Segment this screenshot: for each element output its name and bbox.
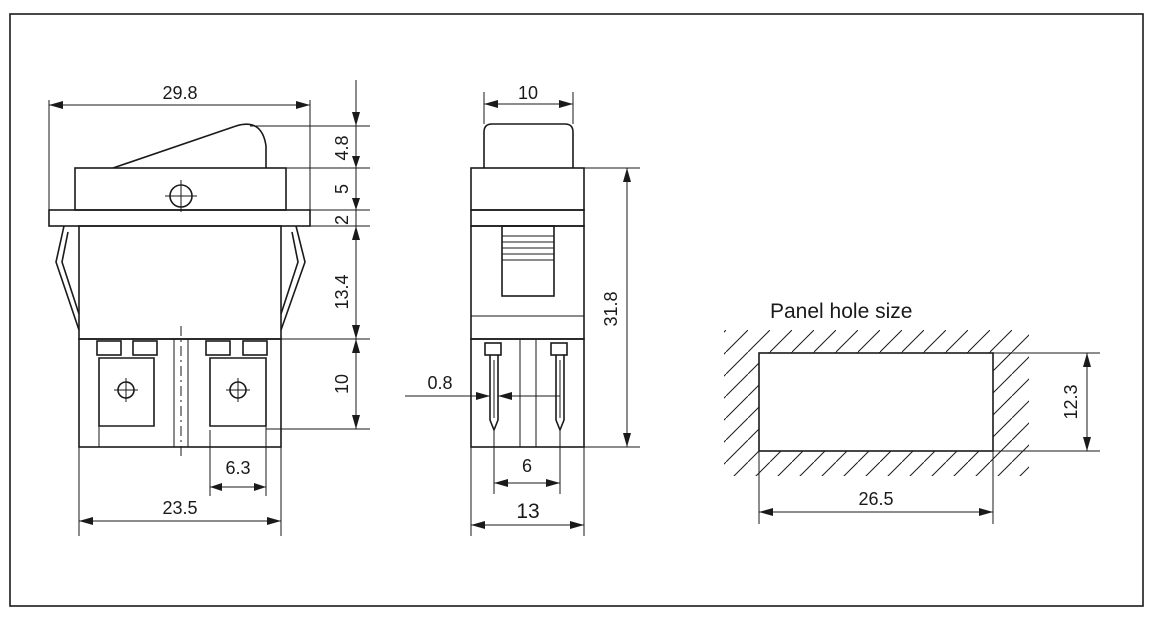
dim-housing-height: 5 <box>332 184 352 194</box>
side-view <box>470 123 585 448</box>
dim-rocker-width: 10 <box>518 83 538 103</box>
dim-terminal-pitch: 6.3 <box>225 458 250 478</box>
dim-body-depth: 13 <box>516 500 539 523</box>
flange <box>48 209 311 227</box>
dim-terminal-spacing: 6 <box>522 456 532 476</box>
front-view <box>48 123 311 460</box>
dim-flange-height: 2 <box>332 215 352 225</box>
dim-overall-height: 31.8 <box>601 291 621 326</box>
side-body <box>470 225 585 340</box>
dim-terminal-thickness: 0.8 <box>427 373 452 393</box>
dim-body-height: 13.4 <box>332 274 352 309</box>
side-rocker <box>483 123 574 168</box>
dim-rocker-height: 4.8 <box>332 135 352 160</box>
side-dimensions: 10 31.8 0.8 6 13 <box>405 83 640 536</box>
panel-title: Panel hole size <box>770 300 912 323</box>
dim-terminal-length: 10 <box>332 374 352 394</box>
rocker-cap <box>112 123 267 169</box>
switch-body <box>78 225 282 340</box>
terminal-left <box>98 357 155 427</box>
dim-overall-width: 29.8 <box>162 83 197 103</box>
switch-base <box>78 338 282 448</box>
cutout-rectangle <box>758 352 994 452</box>
panel-cutout: Panel hole size 12.3 26.5 <box>724 300 1100 524</box>
dim-cutout-width: 26.5 <box>858 489 893 509</box>
dim-cutout-height: 12.3 <box>1061 384 1081 419</box>
side-base <box>470 338 585 448</box>
clip-right <box>280 225 306 331</box>
dim-body-width: 23.5 <box>162 498 197 518</box>
clip-left <box>55 225 80 331</box>
drawing-frame <box>9 13 1144 607</box>
front-dimensions: 29.8 4.8 5 2 13.4 10 6.3 <box>48 80 370 536</box>
